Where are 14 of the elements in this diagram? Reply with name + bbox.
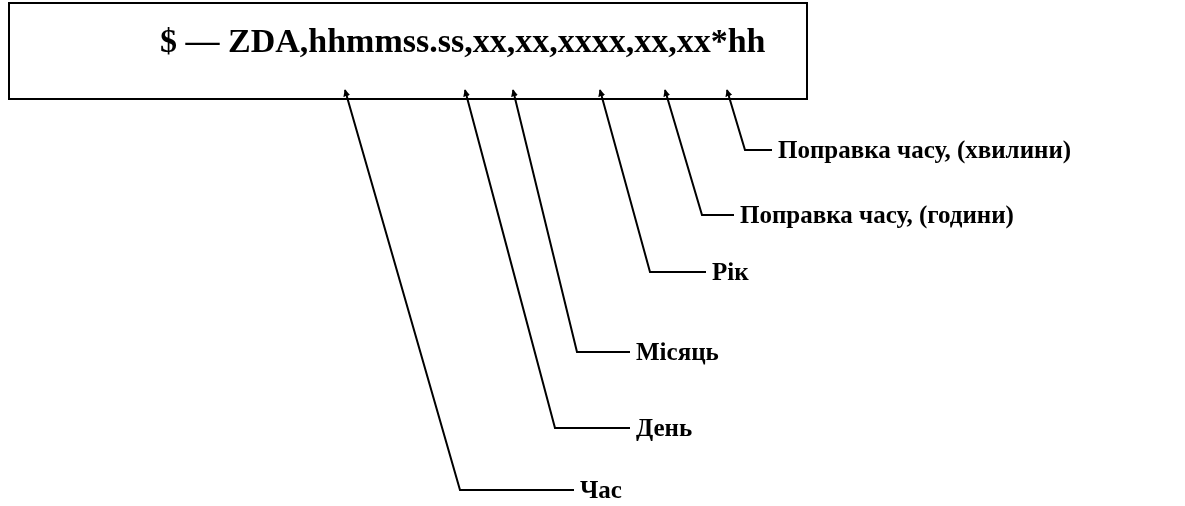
field-label: Час [580,477,622,502]
leader-arrow [463,89,631,429]
leader-arrow [343,89,575,491]
leader-arrow [663,89,735,216]
sentence-format-box [8,2,808,100]
field-label: Місяць [636,339,719,364]
field-label: Рік [712,259,749,284]
leader-arrow [511,89,631,353]
field-label: Поправка часу, (хвилини) [778,137,1072,162]
field-label: День [636,415,693,440]
leader-arrow [598,89,707,273]
field-label: Поправка часу, (години) [740,202,1014,227]
leader-arrow [725,89,773,151]
format-string: $ — ZDA,hhmmss.ss,xx,xx,xxxx,xx,xx*hh [160,24,766,58]
